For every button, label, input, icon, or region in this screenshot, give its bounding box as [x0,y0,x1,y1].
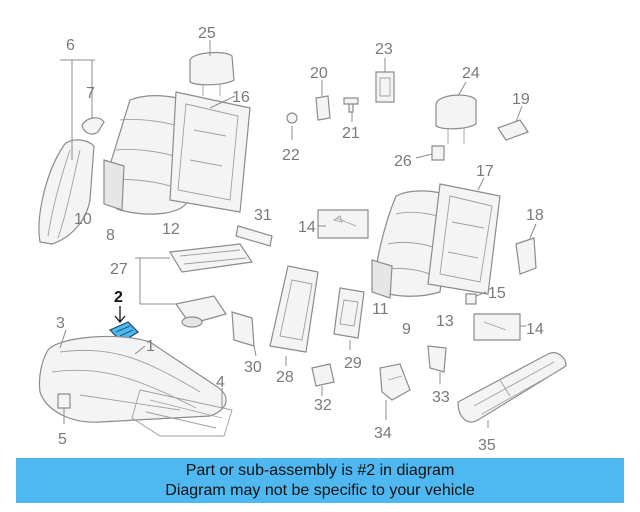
part-20-bracket [315,95,331,121]
part-35-storage-bag [457,352,567,423]
part-18-bracket [515,237,537,275]
part-14-bolt-lower [473,313,521,341]
part-6-side-trim [38,139,95,245]
callout-9: 9 [402,321,411,338]
part-7-clip [81,117,105,135]
callout-26: 26 [394,153,412,170]
callout-23: 23 [375,41,393,58]
callout-22: 22 [282,147,300,164]
part-25-headrest [189,51,235,96]
callout-31: 31 [254,207,272,224]
part-17-seat-back-frame [427,183,501,295]
part-24-headrest [435,94,477,144]
callout-11: 11 [372,301,389,318]
callout-16: 16 [232,89,250,106]
callout-27: 27 [110,261,128,278]
part-4-cushion-frame [131,389,233,437]
part-27-armrest-upper [169,243,254,273]
callout-15: 15 [488,285,506,302]
callout-6: 6 [66,37,75,54]
callout-24: 24 [462,65,480,82]
part-23-cover [375,71,395,103]
callout-13: 13 [436,313,454,330]
callout-5: 5 [58,431,67,448]
callout-28: 28 [276,369,294,386]
part-5-clip [57,393,71,409]
callout-2-highlighted: 2 [114,289,123,306]
part-22-clip [286,112,298,124]
banner-line-part-number: Part or sub-assembly is #2 in diagram [185,462,455,479]
part-33-bracket [427,345,447,373]
callout-4: 4 [216,374,225,391]
callout-18: 18 [526,207,544,224]
part-30-trim-panel [231,311,255,347]
callout-7: 7 [86,85,95,102]
callout-21: 21 [342,125,360,142]
part-16-seat-back-frame [169,91,251,213]
part-1-seat-cushion [38,335,227,423]
part-27-armrest-lower [174,295,227,328]
callout-35: 35 [478,437,496,454]
part-26-guide [431,145,445,161]
callout-12: 12 [162,221,180,238]
part-29-latch-panel [333,287,365,339]
callout-10: 10 [74,211,92,228]
callout-29: 29 [344,355,362,372]
callout-33: 33 [432,389,450,406]
callout-30: 30 [244,359,262,376]
callout-1: 1 [146,338,155,355]
callout-19: 19 [512,91,530,108]
part-14-bolt-upper [317,209,369,239]
part-28-backrest-panel [269,265,319,353]
callout-20: 20 [310,65,328,82]
diagram-info-banner: Part or sub-assembly is #2 in diagram Di… [16,458,624,503]
callout-3: 3 [56,315,65,332]
part-32-bracket [311,363,335,387]
callout-8: 8 [106,227,115,244]
callout-14-lower: 14 [526,321,544,338]
banner-line-disclaimer: Diagram may not be specific to your vehi… [165,482,475,499]
callout-34: 34 [374,425,392,442]
callout-32: 32 [314,397,332,414]
part-31-strip [235,225,273,247]
part-15-bolt [465,293,477,305]
part-34-hinge [379,363,411,401]
callout-17: 17 [476,163,494,180]
part-21-bolt [343,97,359,113]
callout-14-upper: 14 [298,219,316,236]
part-19-bracket [497,119,529,141]
callout-25: 25 [198,25,216,42]
